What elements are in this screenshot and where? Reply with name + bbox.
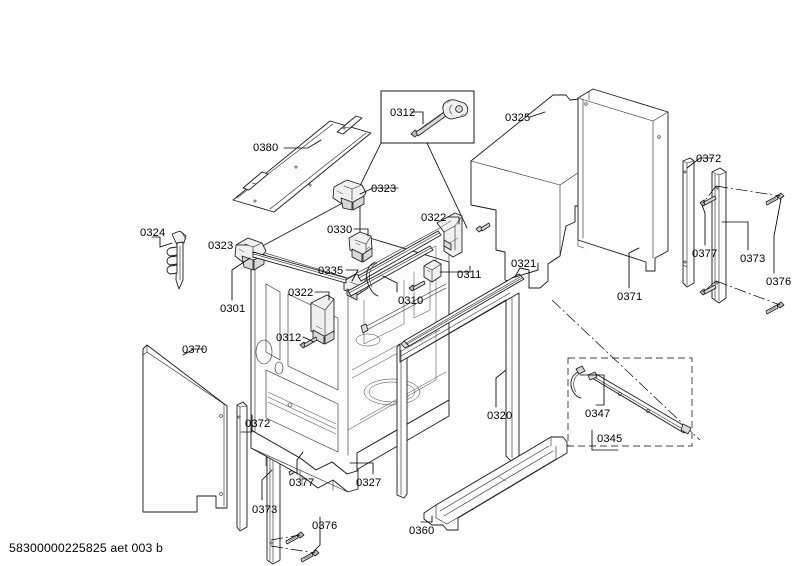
part-0377-screws-right [699, 195, 717, 296]
part-0312-screw-tub-secondary [408, 280, 426, 292]
part-label-0372-right: 0372 [696, 153, 722, 165]
part-label-0323-rear: 0323 [371, 183, 397, 195]
part-label-0372-left: 0372 [245, 418, 271, 430]
part-0372-side-rail-left [236, 401, 248, 532]
callout-box-0312 [308, 90, 475, 291]
part-label-0312-tub: 0312 [276, 332, 302, 344]
part-0312-screw-tub [299, 336, 318, 349]
part-label-0347: 0347 [585, 408, 611, 420]
part-0330-latch-block [348, 231, 373, 263]
part-label-0370: 0370 [182, 344, 208, 356]
part-upper-rails [252, 230, 442, 297]
part-label-0377-left: 0377 [289, 477, 315, 489]
part-0323-corner-bracket-rear [332, 179, 367, 211]
part-label-0376-right: 0376 [766, 276, 792, 288]
part-0322-side-bracket-upper [436, 212, 463, 258]
part-label-0301: 0301 [220, 303, 246, 315]
part-label-0321: 0321 [511, 258, 537, 270]
part-label-0330: 0330 [327, 224, 353, 236]
part-0376-screws-left [285, 531, 320, 563]
part-0322-side-bracket-lower [310, 294, 335, 345]
part-label-0322-upper: 0322 [421, 212, 447, 224]
leader-lines [151, 111, 782, 552]
part-label-0324: 0324 [140, 227, 166, 239]
group-box-0345-0347 [551, 299, 701, 447]
part-0373-mounting-rail-right [711, 167, 727, 304]
part-0310-spring-clip [366, 261, 379, 297]
part-0360-base-trim [423, 436, 568, 531]
part-0320-door-seal-gasket [396, 292, 520, 499]
diagram-caption: 58300000225825 aet 003 b [9, 541, 164, 555]
part-label-0373-right: 0373 [740, 253, 766, 265]
part-label-0376-left: 0376 [312, 520, 338, 532]
part-0371-rear-panel [577, 88, 669, 272]
part-label-0311: 0311 [457, 269, 482, 281]
part-label-0322-lower: 0322 [288, 287, 314, 299]
part-label-0323-front: 0323 [208, 240, 234, 252]
part-label-0325: 0325 [505, 112, 531, 124]
part-0327-base-pan [301, 475, 334, 491]
part-0370-left-side-panel [142, 344, 228, 513]
part-0376-screws-right [765, 192, 785, 315]
part-0372-side-rail-right [682, 157, 695, 288]
part-0321-upper-seal-strip [400, 273, 525, 349]
part-label-0360: 0360 [409, 525, 435, 537]
part-label-0373-left: 0373 [252, 504, 278, 516]
part-label-0345: 0345 [597, 433, 623, 445]
part-label-0320: 0320 [487, 410, 513, 422]
part-label-0312-callout: 0312 [390, 107, 416, 119]
part-label-0377-right: 0377 [692, 248, 718, 260]
part-0380-top-mounting-rail [232, 115, 372, 213]
part-0311-rail-end-cap [423, 259, 442, 283]
part-label-0327: 0327 [356, 477, 382, 489]
part-label-0371: 0371 [617, 291, 643, 303]
part-label-0310: 0310 [398, 295, 424, 307]
leader-0312-callout-pointer [475, 222, 491, 233]
part-label-0335: 0335 [318, 265, 344, 277]
part-0324-anchor-dowel [166, 230, 187, 290]
part-label-0380: 0380 [253, 142, 279, 154]
assembly-guides-right [702, 185, 781, 306]
